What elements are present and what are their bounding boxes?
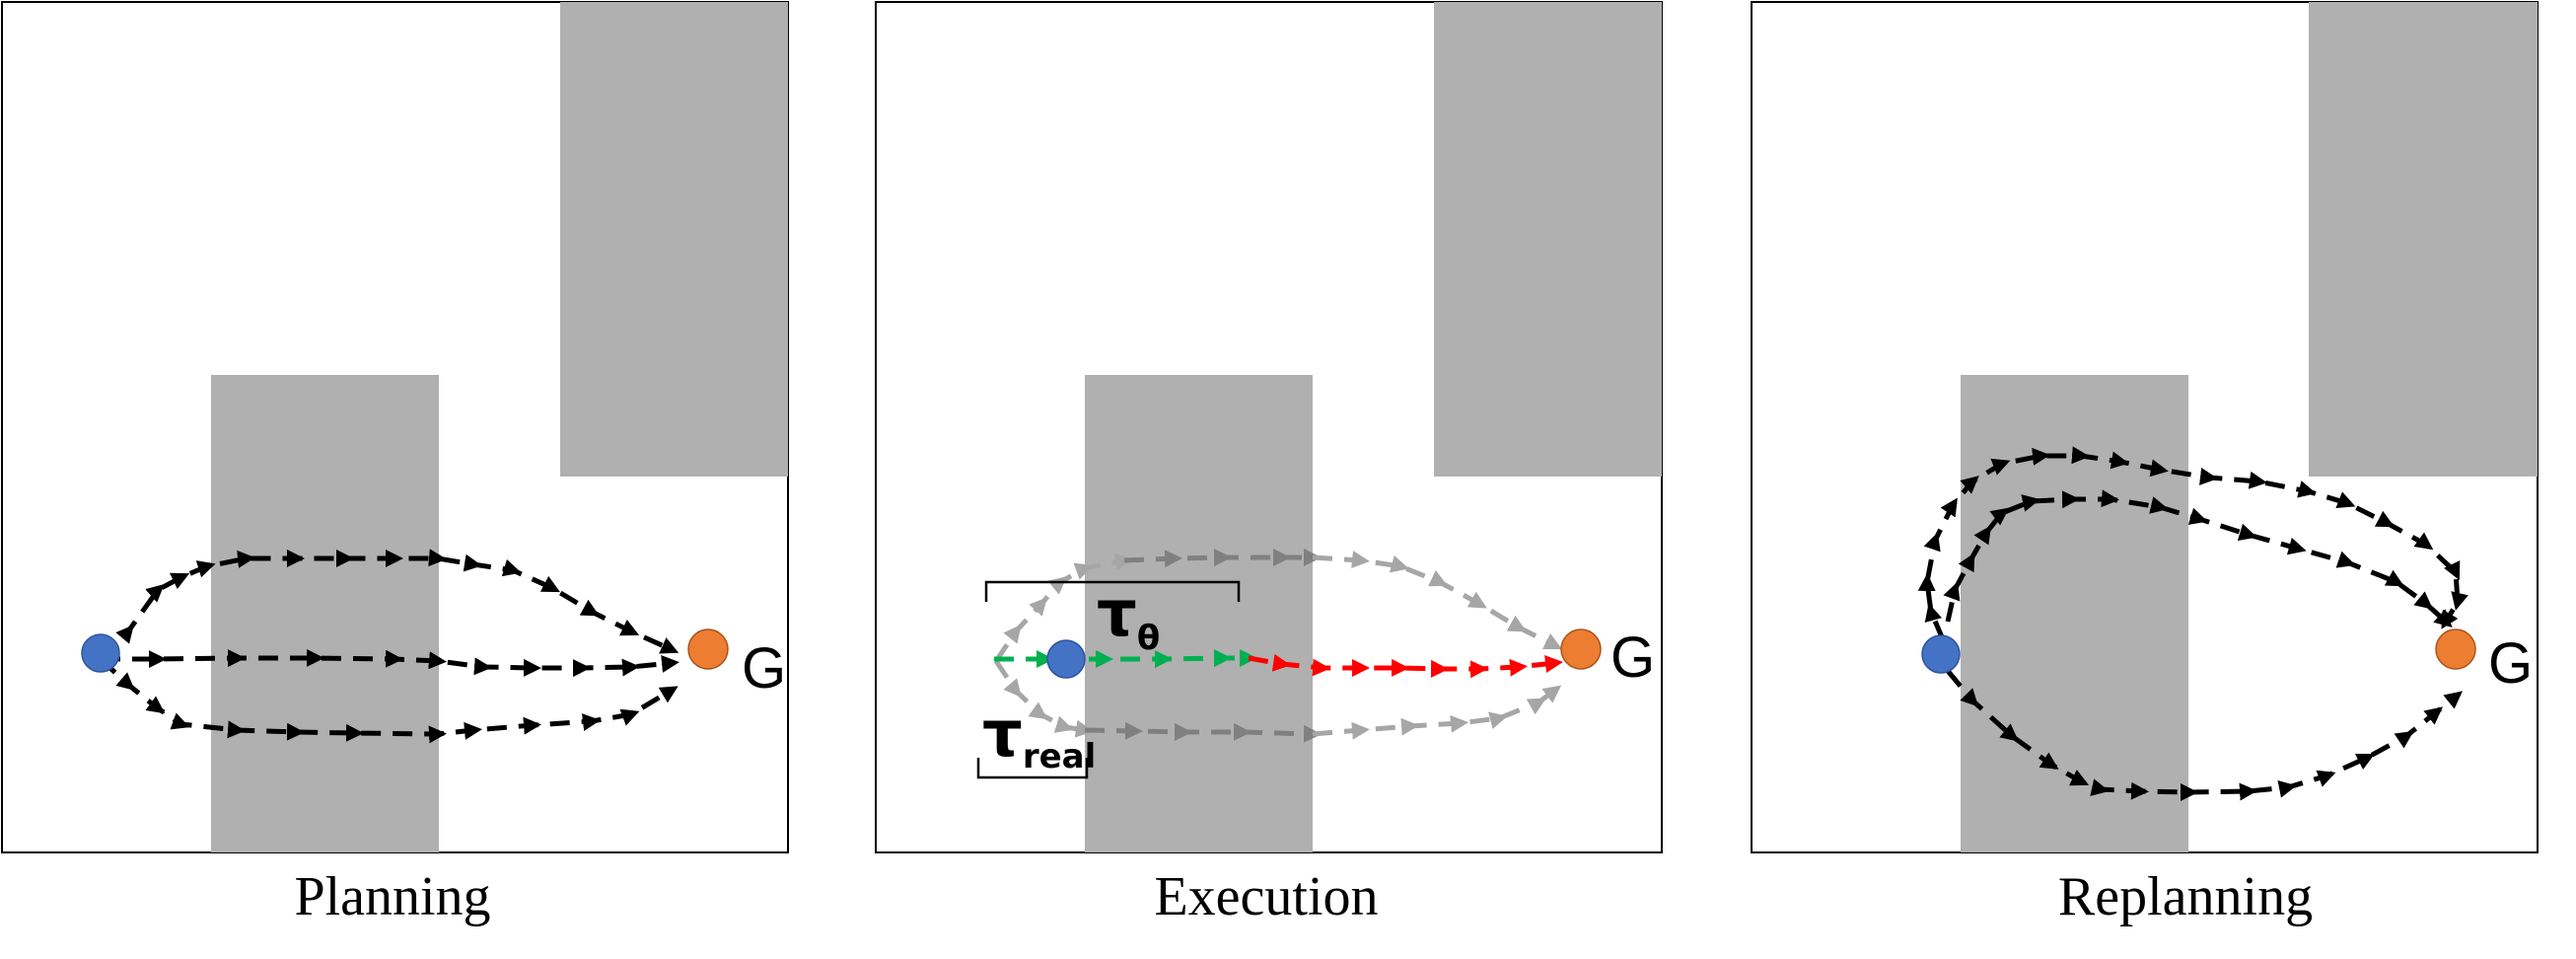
replanned-path-inner <box>1943 489 2453 628</box>
replanned-path-lower <box>1946 669 2464 801</box>
goal-marker <box>687 628 729 670</box>
panel-caption: Planning <box>294 866 490 927</box>
planned-path-lower <box>99 657 679 744</box>
goal-label: G <box>1610 626 1655 690</box>
planned-path-upper <box>99 549 680 661</box>
planned-path-middle <box>101 648 680 678</box>
executed-path <box>994 649 1257 669</box>
tau-theta-label: τθ <box>1097 578 1160 658</box>
tau-theta-bracket <box>984 580 1241 602</box>
obstacle-top-right <box>2309 2 2538 477</box>
panel-planning: G Planning <box>1 1 789 927</box>
robot-marker <box>1921 634 1961 674</box>
discarded-path-upper-end <box>1312 551 1563 650</box>
goal-marker <box>2435 628 2476 670</box>
obstacle-top-right <box>560 2 788 477</box>
tau-real-bracket <box>976 758 1089 779</box>
goal-label: G <box>742 636 786 701</box>
obstacle-top-right <box>1434 2 1662 477</box>
panel-execution: G τθ τreal Execution <box>875 1 1663 927</box>
panel-replanning: G Replanning <box>1751 1 2539 927</box>
tau-real-label: τreal <box>982 699 1096 776</box>
robot-start-marker <box>81 633 120 673</box>
panel-caption: Execution <box>1154 866 1378 927</box>
discarded-path-lower-mid <box>1084 721 1322 743</box>
discarded-path-upper-start <box>993 553 1133 663</box>
predicted-path <box>1248 653 1563 679</box>
robot-marker <box>1046 639 1086 679</box>
goal-label: G <box>2488 631 2533 696</box>
panel-caption: Replanning <box>2058 866 2313 927</box>
obstacle-center <box>211 375 439 852</box>
discarded-path-lower-start <box>993 659 1094 738</box>
discarded-path-upper-mid <box>1123 549 1322 568</box>
goal-marker <box>1560 628 1602 670</box>
obstacle-center <box>1961 375 2188 852</box>
discarded-path-lower-end <box>1312 685 1562 740</box>
